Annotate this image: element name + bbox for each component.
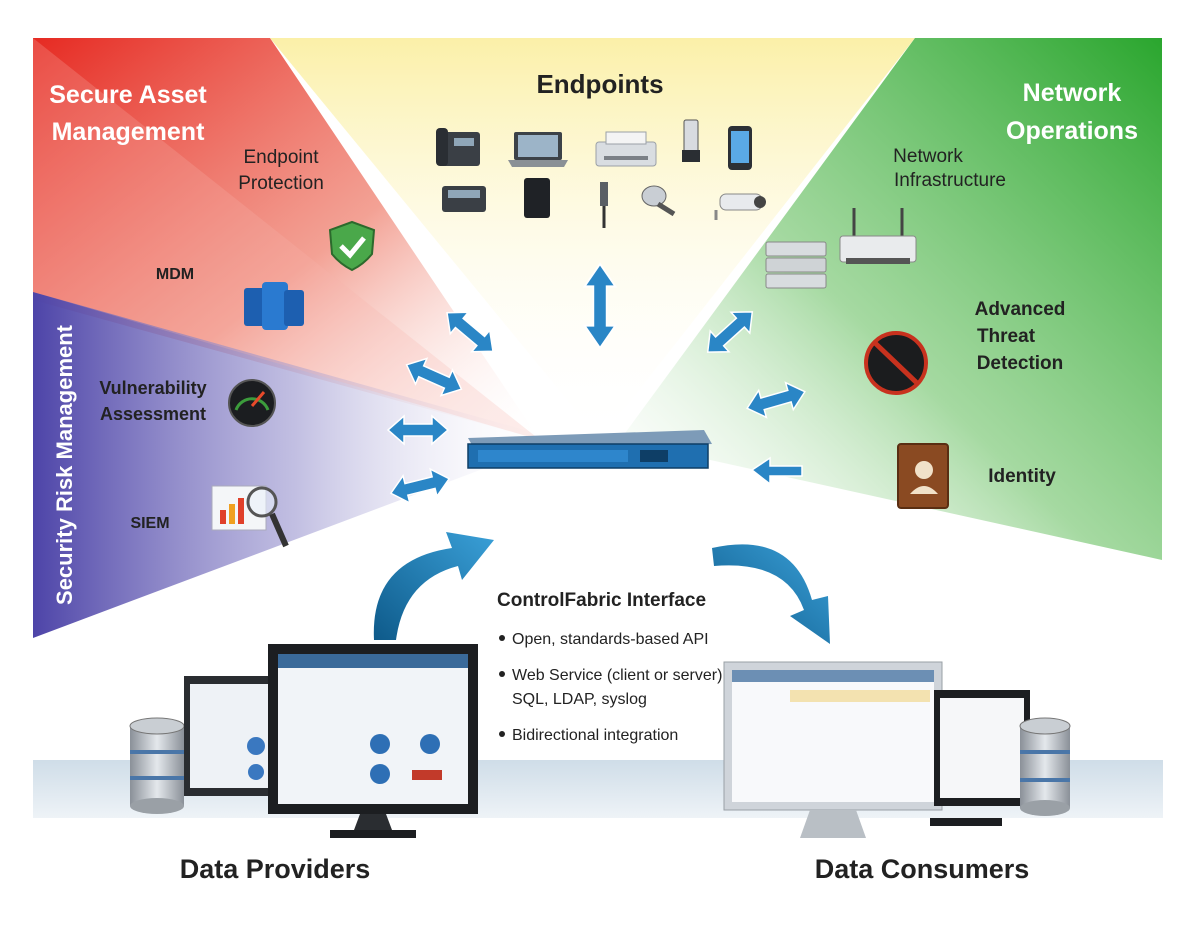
- shield-check-icon: [328, 220, 376, 272]
- printer-icon: [595, 131, 657, 167]
- usb-stick-icon: [682, 119, 700, 162]
- data-consumers-label: Data Consumers: [815, 854, 1030, 884]
- ray-network-ops: [620, 38, 1162, 560]
- data-providers-illustration: [129, 644, 478, 838]
- identity-label: Identity: [988, 466, 1056, 487]
- network-ops-title-1: Network: [1023, 79, 1122, 107]
- smartphone-icon: [728, 126, 752, 170]
- pos-terminal-icon: [442, 186, 486, 212]
- network-infrastructure-label-1: Network: [893, 146, 963, 167]
- tower-pc-icon: [524, 178, 550, 218]
- secure-asset-title-2: Management: [52, 118, 205, 146]
- cf-bullet-2: Web Service (client or server),: [512, 667, 727, 684]
- barcode-scanner-icon: [641, 185, 676, 217]
- router-icon: [839, 208, 917, 264]
- database-consumer-icon: [1019, 717, 1071, 816]
- advanced-threat-label-1: Advanced: [975, 299, 1066, 320]
- cf-bullet-1: Open, standards-based API: [512, 631, 709, 648]
- gauge-icon: [228, 379, 276, 427]
- network-ops-title-2: Operations: [1006, 117, 1138, 145]
- endpoint-devices: [436, 119, 766, 228]
- curve-arrow-down: [712, 544, 830, 644]
- vulnerability-label-1: Vulnerability: [99, 378, 206, 398]
- secure-asset-title-1: Secure Asset: [49, 81, 207, 109]
- server-stack-icon: [765, 241, 827, 289]
- controlfabric-appliance: [467, 430, 712, 469]
- usb-cable-icon: [600, 182, 608, 228]
- monitor-consumer-back-icon: [930, 690, 1030, 826]
- network-infrastructure-label-2: Infrastructure: [894, 170, 1006, 191]
- ray-endpoints: [270, 38, 915, 440]
- data-providers-label: Data Providers: [180, 854, 371, 884]
- mdm-label: MDM: [156, 266, 194, 283]
- security-risk-title: Security Risk Management: [52, 324, 77, 605]
- cf-bullet-3: Bidirectional integration: [512, 727, 678, 744]
- monitor-consumer-front-icon: [723, 661, 943, 838]
- ray-secure-asset: [33, 38, 540, 440]
- monitor-front-icon: [268, 644, 478, 838]
- endpoints-title: Endpoints: [536, 69, 663, 99]
- mobile-devices-icon: [244, 282, 304, 330]
- endpoint-protection-label-1: Endpoint: [243, 147, 319, 168]
- security-camera-icon: [714, 193, 766, 220]
- advanced-threat-label-2: Threat: [977, 326, 1036, 347]
- curve-arrow-up: [373, 532, 494, 640]
- advanced-threat-label-3: Detection: [977, 353, 1064, 374]
- background-rays: [33, 38, 1162, 638]
- controlfabric-title: ControlFabric Interface: [497, 590, 706, 611]
- threat-detection-icon: [864, 331, 928, 395]
- arrow-identity: [750, 456, 803, 486]
- connection-arrows: [386, 262, 810, 508]
- siem-label: SIEM: [130, 515, 169, 532]
- desk-phone-icon: [436, 128, 480, 166]
- data-consumers-illustration: [723, 661, 1071, 838]
- chart-magnifier-icon: [211, 485, 289, 548]
- laptop-icon: [508, 132, 568, 167]
- address-book-icon: [897, 443, 949, 509]
- vulnerability-label-2: Assessment: [100, 404, 206, 424]
- cf-bullet-2b: SQL, LDAP, syslog: [512, 691, 647, 708]
- ray-security-risk: [33, 292, 560, 638]
- endpoint-protection-label-2: Protection: [238, 173, 324, 194]
- database-icon: [129, 717, 185, 814]
